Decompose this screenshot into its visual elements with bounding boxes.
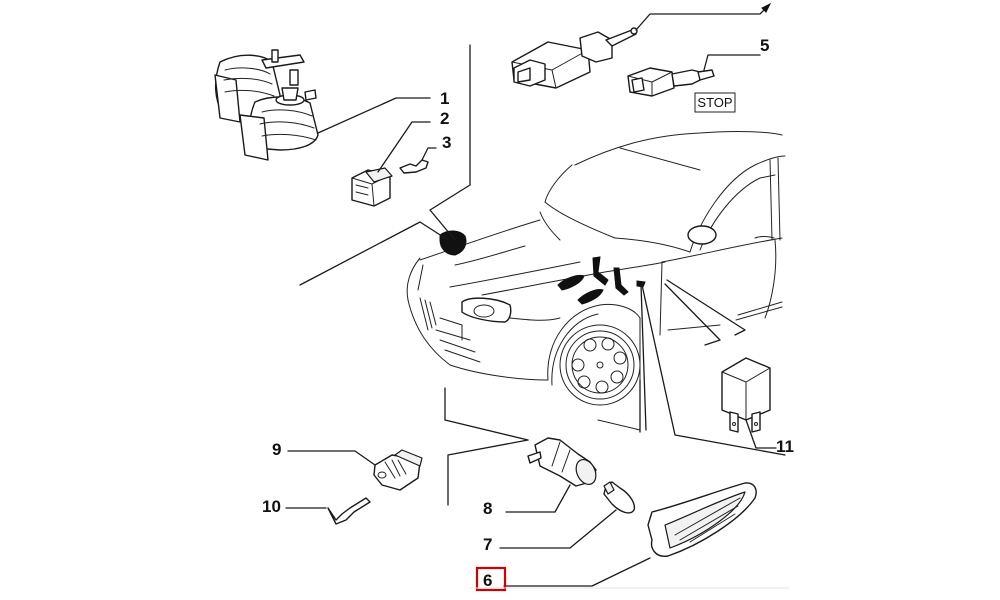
callout-2[interactable]: 2	[440, 109, 449, 128]
callout-10[interactable]: 10	[262, 497, 281, 516]
selected-callout-highlight	[475, 566, 507, 592]
callout-5[interactable]: 5	[760, 36, 769, 55]
leader-6	[503, 557, 651, 587]
part-side-repeater[interactable]	[647, 482, 757, 557]
callout-4-arrow-icon	[761, 2, 772, 13]
callout-1[interactable]: 1	[440, 89, 449, 108]
leader-11	[745, 419, 777, 449]
part-terminal[interactable]	[399, 159, 429, 174]
car-illustration	[406, 131, 786, 431]
leader-4	[635, 5, 769, 31]
leader-3	[421, 147, 437, 161]
leader-8	[505, 484, 571, 513]
part-horn-connector[interactable]	[351, 167, 393, 207]
part-horns[interactable]	[214, 49, 319, 161]
part-relay[interactable]	[721, 357, 771, 433]
callout-6[interactable]: 6	[483, 571, 492, 590]
part-connector-9[interactable]	[373, 449, 423, 491]
stop-badge: STOP	[694, 92, 736, 113]
callout-11[interactable]: 11	[776, 437, 794, 456]
part-terminal-10[interactable]	[327, 497, 371, 525]
leader-9	[287, 450, 376, 466]
part-stop-switch[interactable]	[627, 67, 715, 97]
callout-7[interactable]: 7	[483, 535, 492, 554]
leader-1	[317, 97, 431, 134]
leader-7	[499, 509, 617, 549]
callout-8[interactable]: 8	[483, 499, 492, 518]
part-lamp-holder[interactable]	[527, 437, 600, 488]
stop-badge-text: STOP	[697, 95, 732, 110]
callout-9[interactable]: 9	[272, 440, 281, 459]
leader-lines	[299, 44, 786, 506]
part-bulb[interactable]	[603, 481, 636, 514]
leader-5	[703, 54, 761, 71]
leader-2	[377, 121, 431, 173]
part-brake-switch[interactable]	[511, 27, 638, 89]
callout-3[interactable]: 3	[442, 133, 451, 152]
